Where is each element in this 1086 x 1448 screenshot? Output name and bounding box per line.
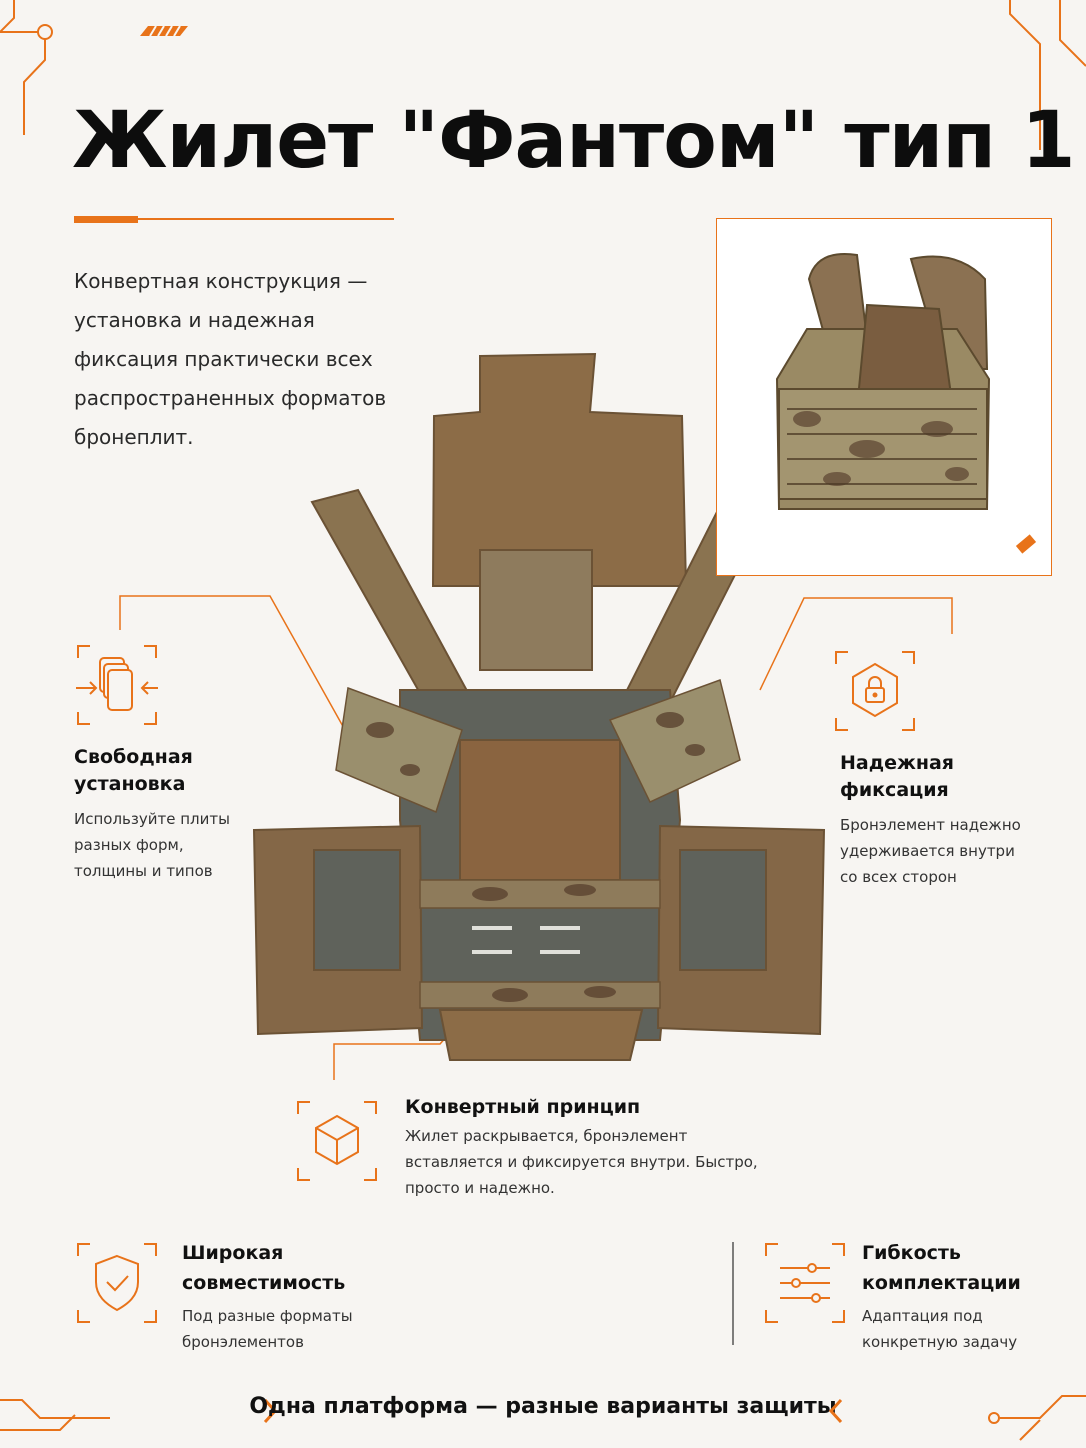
stacked-plates-arrows-icon xyxy=(76,644,158,726)
free-install-desc-3: толщины и типов xyxy=(74,862,213,880)
feature-reliable-fix: Надежная фиксация Бронэлемент надежно уд… xyxy=(840,750,1070,890)
free-install-title-1: Свободная xyxy=(74,746,193,768)
free-install-desc-2: разных форм, xyxy=(74,836,184,854)
intro-text: Конвертная конструкция — установка и над… xyxy=(74,269,387,449)
feature-free-install: Свободная установка Используйте плиты ра… xyxy=(74,744,294,884)
flex-desc-1: Адаптация под xyxy=(862,1307,983,1325)
page-title: Жилет "Фантом" тип 1 xyxy=(72,96,1076,186)
feature-flex: Гибкость комплектации Адаптация под конк… xyxy=(862,1240,1072,1355)
reliable-fix-desc-2: удерживается внутри xyxy=(840,842,1015,860)
hexagon-lock-icon xyxy=(834,650,916,732)
feature-envelope: Конвертный принцип Жилет раскрывается, б… xyxy=(405,1094,765,1201)
free-install-title-2: установка xyxy=(74,773,186,795)
compat-desc-2: бронэлементов xyxy=(182,1333,304,1351)
compat-title-1: Широкая xyxy=(182,1242,284,1264)
reliable-fix-title-1: Надежная xyxy=(840,752,955,774)
envelope-desc-1: Жилет раскрывается, бронэлемент xyxy=(405,1127,688,1145)
flex-title-2: комплектации xyxy=(862,1272,1021,1294)
envelope-title: Конвертный принцип xyxy=(405,1096,641,1118)
chevron-left-icon xyxy=(828,1398,843,1424)
compat-desc-1: Под разные форматы xyxy=(182,1307,353,1325)
reliable-fix-title-2: фиксация xyxy=(840,779,949,801)
flex-title-1: Гибкость xyxy=(862,1242,961,1264)
reliable-fix-desc-1: Бронэлемент надежно xyxy=(840,816,1021,834)
cube-icon xyxy=(296,1100,378,1182)
envelope-desc-2: вставляется и фиксируется внутри. Быстро… xyxy=(405,1153,758,1171)
vest-photo-frame xyxy=(716,218,1052,576)
free-install-desc-1: Используйте плиты xyxy=(74,810,230,828)
feature-compat: Широкая совместимость Под разные форматы… xyxy=(182,1240,412,1355)
vest-photo xyxy=(775,253,1037,554)
reliable-fix-desc-3: со всех сторон xyxy=(840,868,957,886)
envelope-desc-3: просто и надежно. xyxy=(405,1179,555,1197)
footer-tagline: Одна платформа — разные варианты защиты xyxy=(249,1394,837,1419)
vest-flat-illustration xyxy=(252,352,826,1061)
flex-desc-2: конкретную задачу xyxy=(862,1333,1018,1351)
chevron-right-icon xyxy=(263,1398,278,1424)
shield-check-icon xyxy=(76,1242,158,1324)
sliders-icon xyxy=(764,1242,846,1324)
compat-title-2: совместимость xyxy=(182,1272,346,1294)
